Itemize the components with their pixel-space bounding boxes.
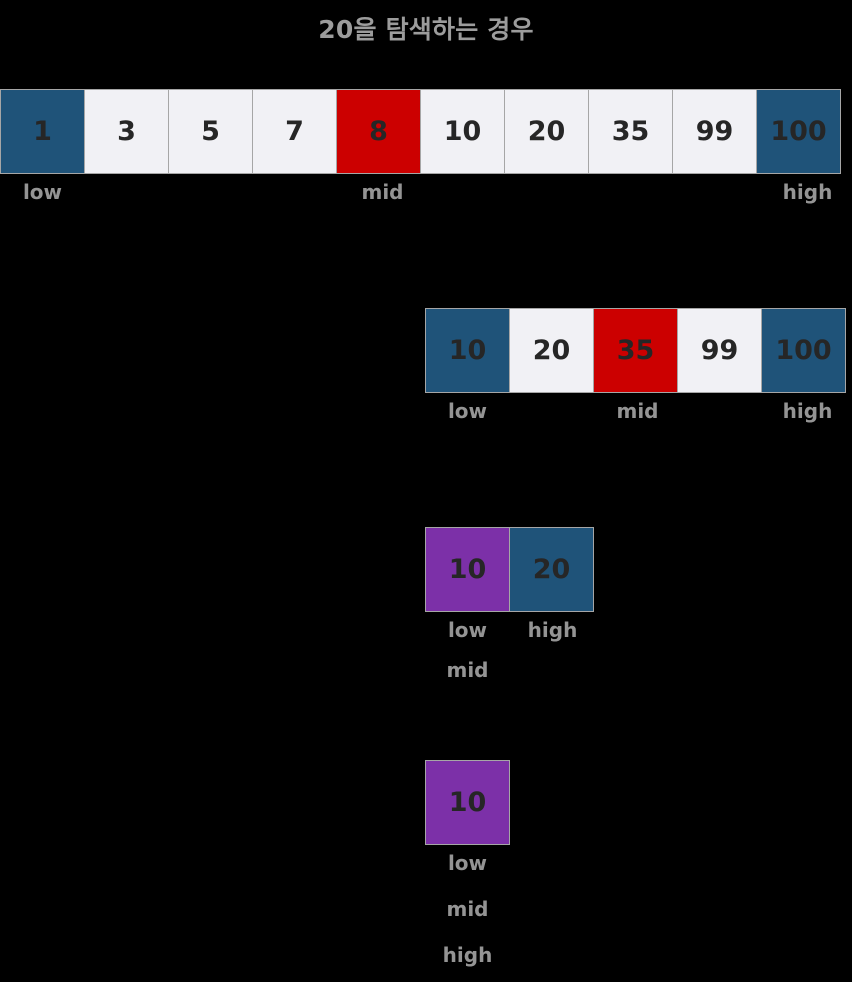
pointer-label-high: high (782, 399, 833, 423)
array-cell[interactable]: 10 (425, 760, 510, 845)
array-cell[interactable]: 10 (425, 527, 510, 612)
array-cell[interactable]: 100 (756, 89, 841, 174)
pointer-label-high: high (442, 943, 493, 967)
array-cell[interactable]: 3 (84, 89, 169, 174)
search-step-2: 10 20 35 99 100 low mid high (425, 308, 852, 423)
array-cell[interactable]: 20 (509, 308, 594, 393)
pointer-label-mid: mid (446, 658, 489, 682)
array-cell[interactable]: 5 (168, 89, 253, 174)
page-title: 20을 탐색하는 경우 (318, 15, 534, 44)
array-row-4: 10 (425, 760, 510, 845)
search-step-1: 1 3 5 7 8 10 20 35 99 100 low mid high (0, 89, 852, 204)
pointer-label-low: low (447, 618, 488, 642)
search-step-3: 10 20 low high mid (425, 527, 596, 682)
array-cell[interactable]: 99 (677, 308, 762, 393)
pointer-label-low: low (447, 851, 488, 875)
pointer-label-low: low (447, 399, 488, 423)
pointer-label-mid: mid (361, 180, 404, 204)
array-cell[interactable]: 1 (0, 89, 85, 174)
pointer-label-high: high (782, 180, 833, 204)
pointer-label-low: low (22, 180, 63, 204)
pointer-label-mid: mid (446, 897, 489, 921)
array-cell[interactable]: 10 (425, 308, 510, 393)
array-cell[interactable]: 35 (593, 308, 678, 393)
array-row-2: 10 20 35 99 100 (425, 308, 846, 393)
array-cell[interactable]: 8 (336, 89, 421, 174)
array-row-1: 1 3 5 7 8 10 20 35 99 100 (0, 89, 841, 174)
array-cell[interactable]: 100 (761, 308, 846, 393)
pointer-label-mid: mid (616, 399, 659, 423)
array-cell[interactable]: 20 (504, 89, 589, 174)
pointer-label-high: high (527, 618, 578, 642)
search-step-4: 10 low mid high (425, 760, 511, 967)
array-cell[interactable]: 10 (420, 89, 505, 174)
array-cell[interactable]: 35 (588, 89, 673, 174)
array-cell[interactable]: 7 (252, 89, 337, 174)
array-row-3: 10 20 (425, 527, 594, 612)
array-cell[interactable]: 20 (509, 527, 594, 612)
array-cell[interactable]: 99 (672, 89, 757, 174)
